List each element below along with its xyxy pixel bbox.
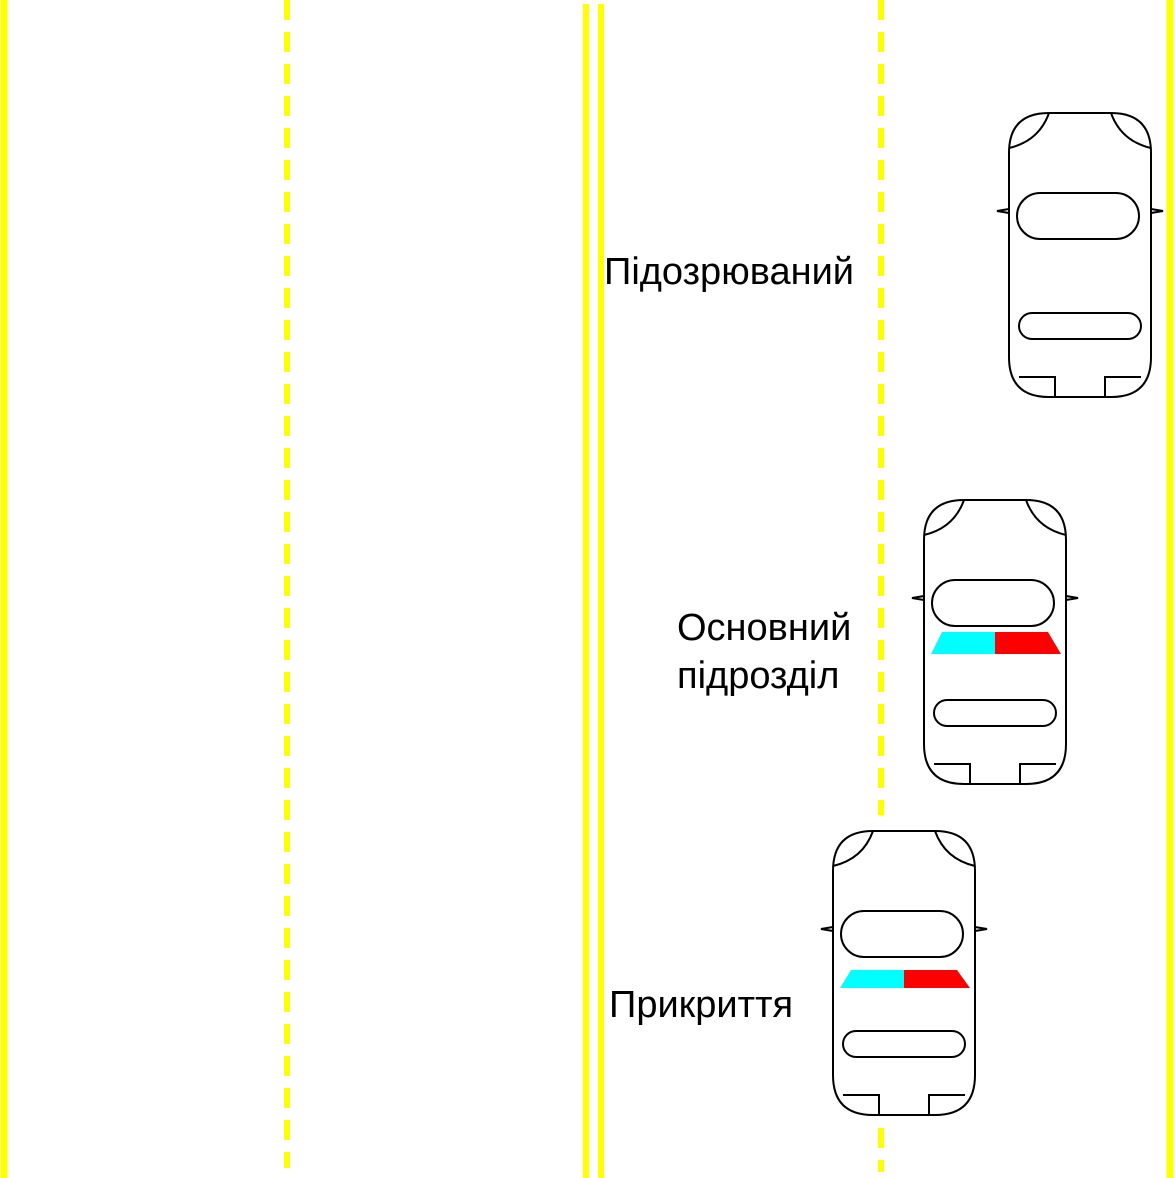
suspect-label: Підозрюваний (604, 251, 855, 293)
main-unit-label-line2: підрозділ (677, 655, 840, 697)
main-unit-car (911, 499, 1079, 785)
light-bar-blue (840, 970, 904, 988)
main-unit-label: Основний підрозділ (677, 604, 851, 700)
light-bar-red (995, 632, 1061, 654)
light-bar-blue (931, 632, 995, 654)
cover-car (820, 830, 988, 1116)
suspect-car (996, 112, 1164, 398)
main-unit-label-line1: Основний (677, 607, 852, 649)
light-bar-red (904, 970, 970, 988)
cover-label: Прикриття (609, 984, 794, 1026)
